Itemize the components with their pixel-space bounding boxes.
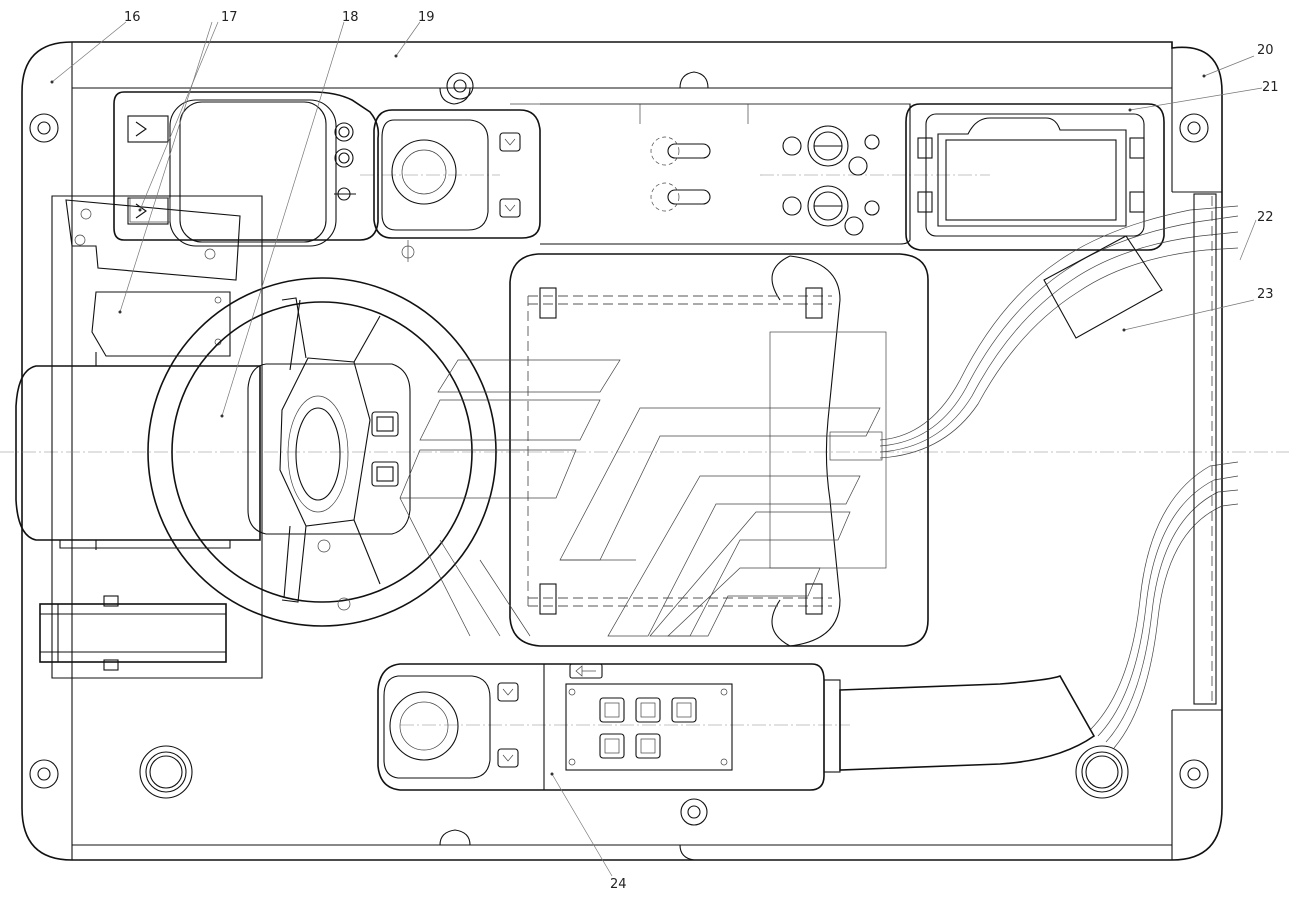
callout-18: 18 bbox=[342, 10, 359, 25]
mounting-holes bbox=[29, 72, 1209, 826]
display-module bbox=[905, 103, 1165, 251]
steering-wheel bbox=[147, 277, 497, 627]
base-plate bbox=[21, 41, 1223, 861]
lower-left-clamp bbox=[39, 595, 227, 671]
leader-lines bbox=[50, 21, 1263, 877]
callout-20: 20 bbox=[1257, 43, 1274, 58]
callout-24: 24 bbox=[610, 877, 627, 892]
centre-lines bbox=[0, 174, 1289, 726]
callout-17: 17 bbox=[221, 10, 238, 25]
lower-cable-duct bbox=[823, 674, 1096, 773]
top-joystick-module bbox=[373, 109, 541, 262]
upper-console bbox=[113, 91, 380, 247]
cables bbox=[879, 193, 1239, 749]
logo-stripes bbox=[399, 359, 881, 637]
callout-22: 22 bbox=[1257, 210, 1274, 225]
callout-16: 16 bbox=[124, 10, 141, 25]
callout-19: 19 bbox=[418, 10, 435, 25]
left-bracket bbox=[51, 195, 263, 679]
callout-23: 23 bbox=[1257, 287, 1274, 302]
bottom-joystick-module bbox=[377, 663, 825, 791]
left-grip-housing bbox=[15, 352, 261, 550]
callout-21: 21 bbox=[1262, 80, 1279, 95]
switch-panel bbox=[510, 103, 911, 245]
center-body bbox=[509, 253, 929, 647]
